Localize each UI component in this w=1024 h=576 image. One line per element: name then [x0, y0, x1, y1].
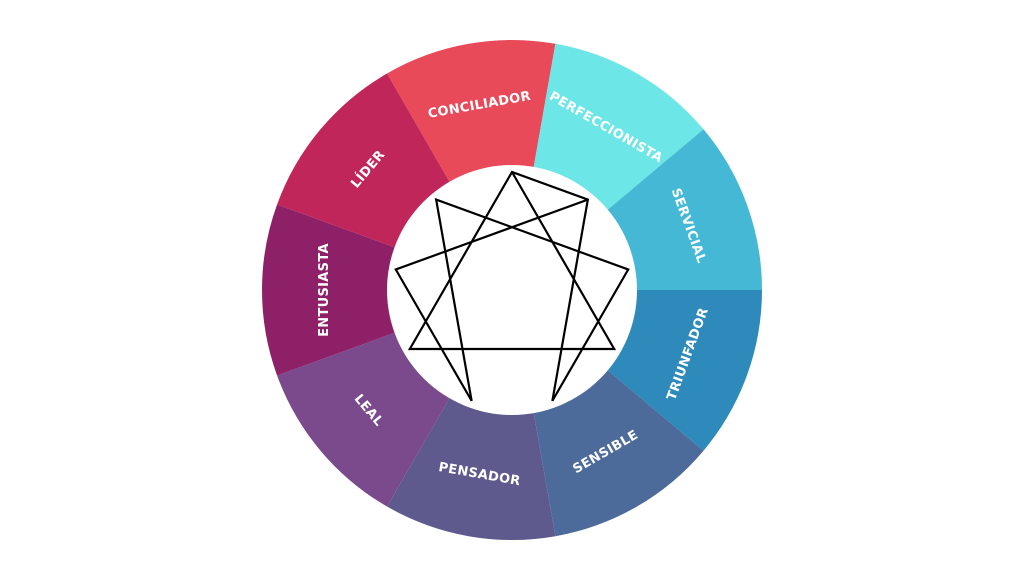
- segment-ring: [262, 40, 762, 541]
- segment-perfeccionista: [532, 43, 704, 213]
- segment-entusiasta: [262, 204, 400, 376]
- segment-triunfador: [603, 290, 762, 451]
- enneagram-symbol: [394, 170, 630, 402]
- center-circle: [387, 165, 637, 415]
- segment-pensador: [387, 393, 556, 541]
- segment-servicial: [603, 129, 762, 290]
- segment-lider: [277, 73, 452, 249]
- segment-sensible: [532, 367, 704, 537]
- segment-leal: [277, 331, 452, 507]
- label-entusiasta: ENTUSIASTA: [317, 243, 332, 337]
- segment-conciliador: [387, 40, 556, 187]
